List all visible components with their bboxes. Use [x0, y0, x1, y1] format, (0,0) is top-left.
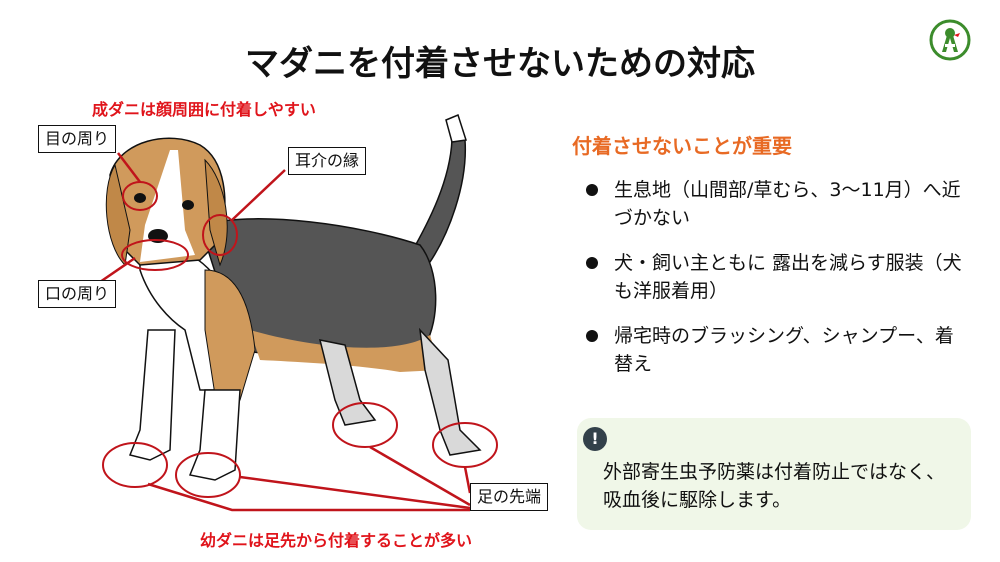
list-item: 犬・飼い主ともに 露出を減らす服装（犬も洋服着用） [582, 249, 962, 305]
note-text: 外部寄生虫予防薬は付着防止ではなく、吸血後に駆除します。 [603, 461, 946, 511]
page-title: マダニを付着させないための対応 [245, 44, 755, 84]
label-eye-area: 目の周り [38, 125, 117, 153]
bullet-icon [586, 257, 598, 269]
list-item: 帰宅時のブラッシング、シャンプー、着替え [582, 322, 962, 378]
note-callout: ! 外部寄生虫予防薬は付着防止ではなく、吸血後に駆除します。 [577, 418, 971, 530]
label-mouth-area: 口の周り [38, 280, 117, 308]
list-item: 生息地（山間部/草むら、3〜11月）へ近づかない [582, 176, 962, 232]
beagle-illustration [99, 113, 498, 512]
label-foot-tips: 足の先端 [470, 483, 549, 511]
bullet-icon [586, 330, 598, 342]
label-ear-edge: 耳介の縁 [288, 147, 367, 175]
section-heading: 付着させないことが重要 [572, 134, 792, 158]
green-circle-logo-icon [929, 19, 971, 61]
exclamation-icon: ! [583, 427, 607, 451]
bullet-icon [586, 184, 598, 196]
leader-lines [99, 152, 472, 512]
larval-tick-caption: 幼ダニは足先から付着することが多い [200, 531, 473, 550]
adult-tick-caption: 成ダニは顔周囲に付着しやすい [92, 100, 316, 119]
prevention-list: 生息地（山間部/草むら、3〜11月）へ近づかない 犬・飼い主ともに 露出を減らす… [582, 176, 962, 395]
